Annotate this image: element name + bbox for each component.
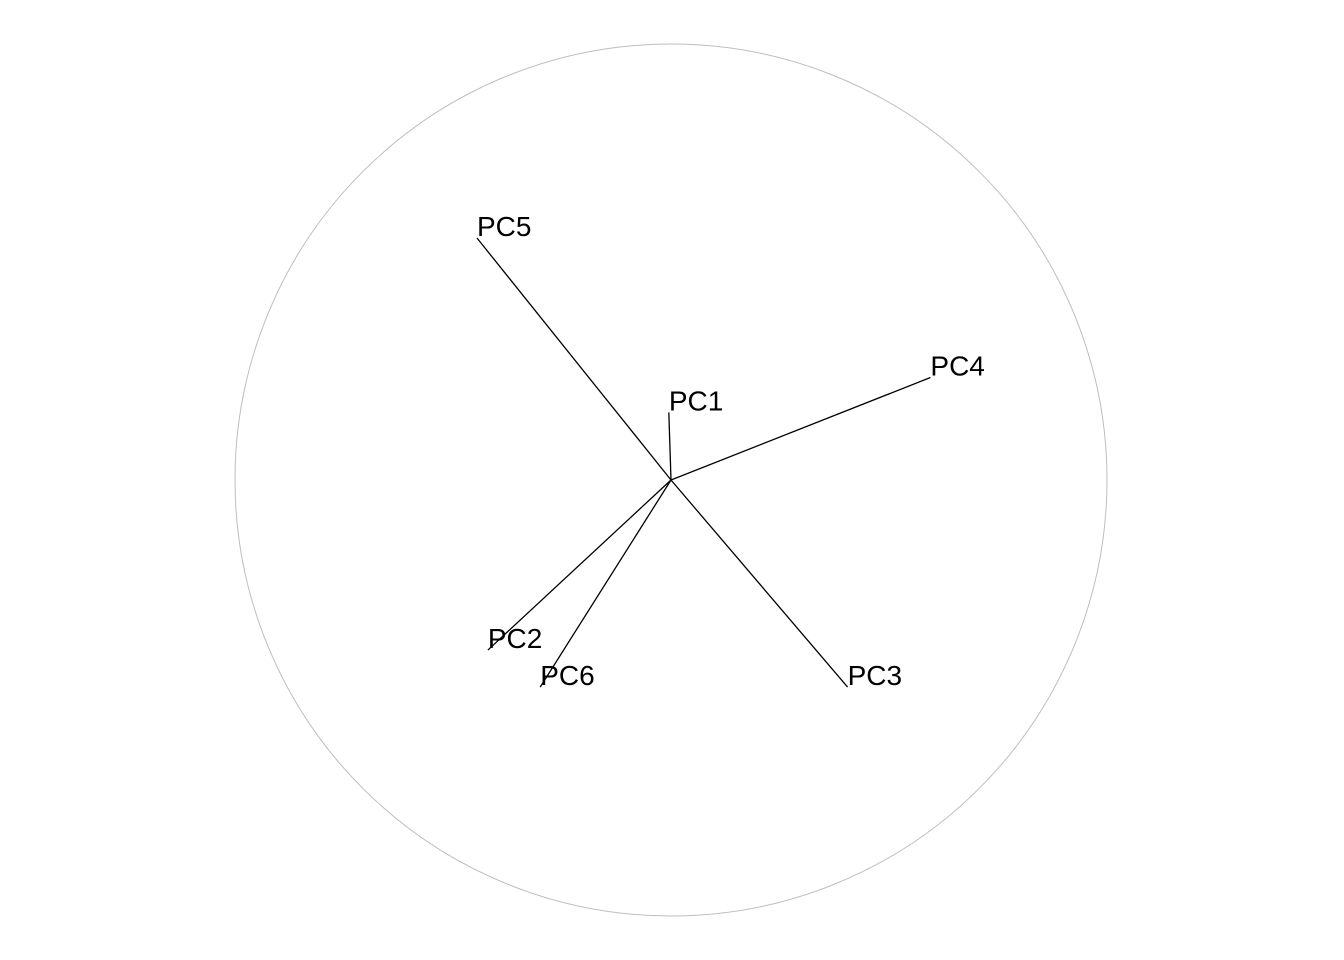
vector-label-pc2: PC2 xyxy=(488,623,542,654)
vector-pc5 xyxy=(476,237,672,481)
vector-label-pc4: PC4 xyxy=(930,351,984,382)
vector-pc2 xyxy=(487,479,672,651)
vector-label-pc5: PC5 xyxy=(477,211,531,242)
vector-pc1 xyxy=(668,412,672,481)
vector-label-pc3: PC3 xyxy=(848,660,902,691)
vector-pc4 xyxy=(670,376,931,481)
vector-pc3 xyxy=(670,479,849,688)
vector-group xyxy=(476,237,931,688)
vector-label-pc1: PC1 xyxy=(669,385,723,416)
unit-circle xyxy=(234,43,1108,917)
vector-label-pc6: PC6 xyxy=(540,660,594,691)
vector-pc6 xyxy=(539,479,672,688)
